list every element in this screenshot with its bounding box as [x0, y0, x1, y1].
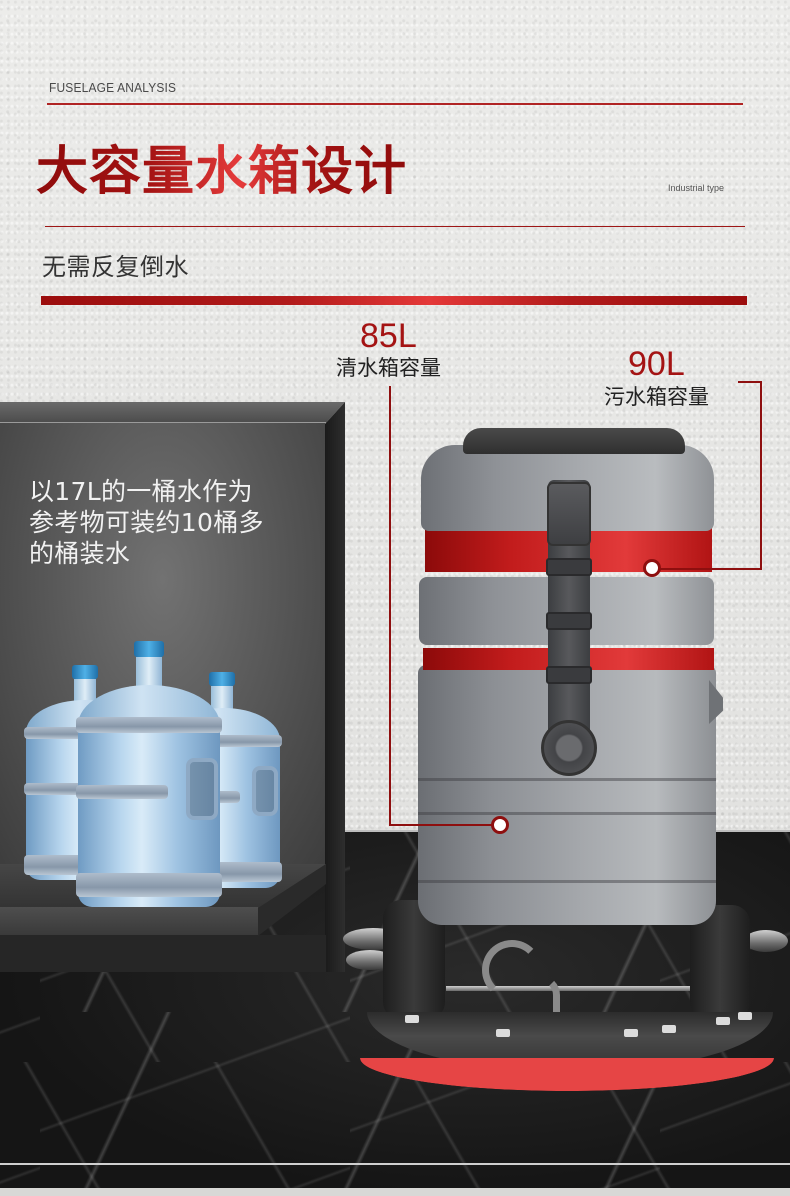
floor-seam [0, 1163, 790, 1165]
comparison-line: 的桶装水 [29, 539, 131, 568]
page-subtitle: 无需反复倒水 [42, 253, 189, 281]
shelf-lip [0, 907, 258, 935]
squeegee-knob [738, 1012, 752, 1020]
bottom-strip [0, 1188, 790, 1196]
brush-disc-right [744, 930, 788, 952]
dirty-tank-capacity-label: 污水箱容量 [604, 385, 709, 409]
squeegee-knob [405, 1015, 419, 1023]
brush-disc-left-lower [346, 950, 394, 970]
divider-middle [45, 226, 745, 227]
drain-pipe-lower [520, 975, 560, 1035]
dirty-tank-leader-horizontal [658, 568, 762, 570]
frame-bar [446, 986, 690, 991]
clean-tank-leader-vertical [389, 386, 391, 826]
accent-bar [41, 296, 747, 305]
squeegee-knob [662, 1025, 676, 1033]
divider-top [47, 103, 743, 105]
strap-clip [546, 666, 592, 684]
strap-latch [547, 482, 591, 546]
dirty-tank-marker [643, 559, 661, 577]
comparison-line: 参考物可装约10桶多 [29, 508, 264, 537]
tank-groove [418, 812, 716, 815]
shelf-underside [0, 935, 326, 972]
squeegee-knob [624, 1029, 638, 1037]
dirty-tank-capacity-value: 90L [628, 345, 685, 383]
dirty-tank-leader-vertical [760, 381, 762, 570]
floor-edge [0, 830, 790, 833]
clean-tank-capacity-label: 清水箱容量 [336, 356, 441, 380]
title-tagline: Industrial type [668, 183, 725, 193]
clean-tank-capacity-value: 85L [360, 317, 417, 355]
drain-pipe [482, 940, 542, 1000]
section-eyebrow: FUSELAGE ANALYSIS [49, 80, 177, 95]
shelf-top [0, 402, 345, 424]
clean-tank-marker [491, 816, 509, 834]
dirty-tank-leader-top [738, 381, 762, 383]
tank-lid [463, 428, 685, 454]
squeegee-knob [496, 1029, 510, 1037]
tank-groove [418, 880, 716, 883]
page-title: 大容量水箱设计 [36, 142, 408, 202]
drain-knob [541, 720, 597, 776]
comparison-line: 以17L的一桶水作为 [29, 477, 253, 506]
strap-clip [546, 558, 592, 576]
squeegee-knob [716, 1017, 730, 1025]
strap-clip [546, 612, 592, 630]
comparison-text: 以17L的一桶水作为 参考物可装约10桶多 的桶装水 [29, 476, 319, 569]
tank-groove [418, 778, 716, 781]
clean-tank-leader-horizontal [389, 824, 493, 826]
shelf-side-panel [325, 402, 345, 972]
wheel-right [690, 905, 750, 1020]
